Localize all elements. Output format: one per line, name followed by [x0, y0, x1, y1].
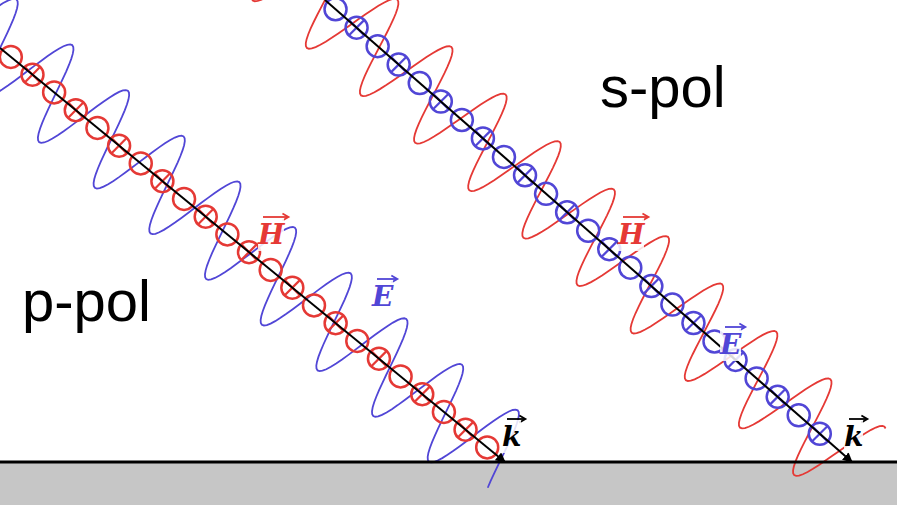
- field-wave: [252, 0, 886, 476]
- field-symbol: E: [720, 322, 741, 359]
- vector-symbol: k: [844, 414, 863, 451]
- field-symbol: E: [372, 274, 393, 311]
- label-text: H: [258, 218, 284, 251]
- s-pol-beam: [252, 0, 886, 476]
- polarization-title: s-pol: [600, 58, 726, 116]
- label-text: H: [618, 218, 644, 251]
- vector-symbol: k: [502, 414, 521, 451]
- label-text: p-pol: [22, 268, 151, 333]
- field-wave: [0, 0, 519, 488]
- label-text: k: [502, 420, 521, 453]
- field-symbol: H: [258, 212, 284, 249]
- label-text: E: [720, 328, 741, 361]
- interface-line: [0, 461, 897, 464]
- surface: [0, 462, 897, 505]
- polarization-title: p-pol: [22, 272, 151, 330]
- label-text: s-pol: [600, 54, 726, 119]
- wave-vector: [0, 48, 505, 462]
- label-text: E: [372, 280, 393, 313]
- field-symbol: H: [618, 212, 644, 249]
- wave-vector: [325, 0, 852, 462]
- label-text: k: [844, 420, 863, 453]
- p-pol-beam: [0, 0, 519, 488]
